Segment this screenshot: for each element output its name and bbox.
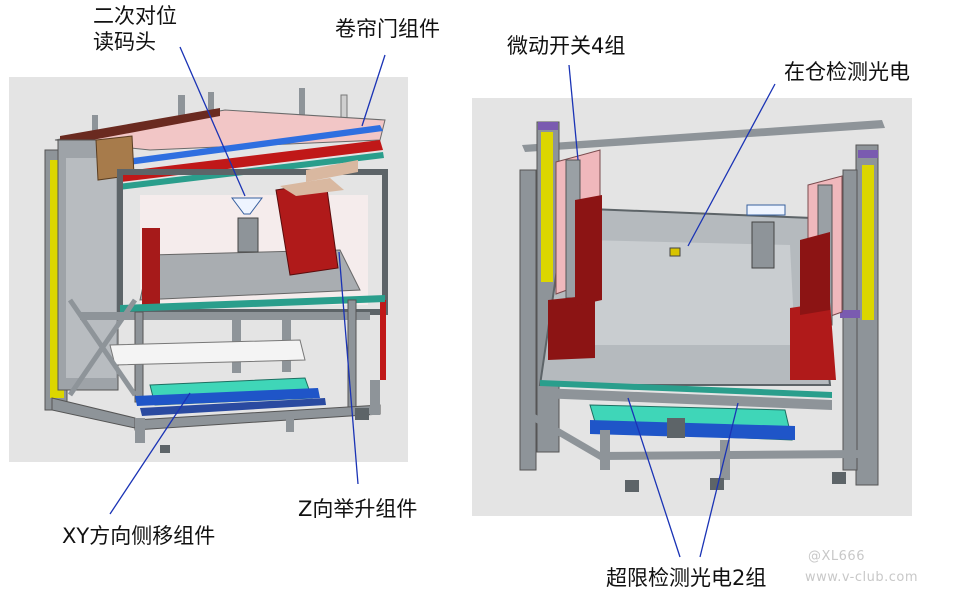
left-machine [44,88,388,453]
barcode-reader-label-line1: 二次对位 [93,4,177,28]
pointer-lines [109,46,776,558]
micro-switch-label: 微动开关4组 [507,34,626,58]
watermark-site: www.v-club.com [805,570,919,585]
rolling-door-label: 卷帘门组件 [335,17,440,41]
barcode-reader-label-line2: 读码头 [93,30,156,54]
right-machine [519,120,885,492]
xy-side-shift-label: XY方向侧移组件 [62,524,216,548]
in-position-sensor-label: 在仓检测光电 [784,60,910,84]
overtravel-sensor-label: 超限检测光电2组 [606,566,767,590]
watermark-handle: @XL666 [808,549,865,564]
z-lift-label: Z向举升组件 [298,497,418,521]
